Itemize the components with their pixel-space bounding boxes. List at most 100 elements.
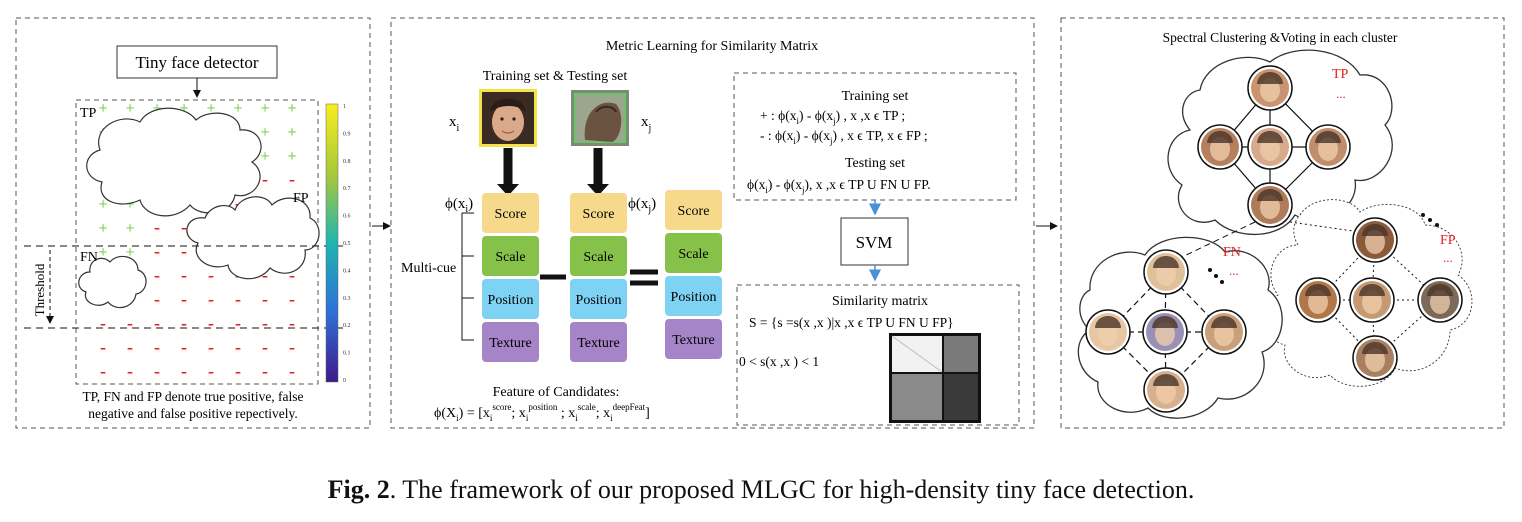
positive-symbol: +: [260, 124, 269, 141]
colorbar-tick-label: 0.5: [343, 241, 351, 247]
face-xi-image: [479, 89, 537, 147]
fn-face-thumbnail: [1201, 309, 1247, 355]
negative-symbol: -: [154, 217, 160, 237]
colorbar-tick-label: 1: [343, 104, 346, 110]
negative-symbol: -: [100, 313, 106, 333]
fn-dots: [1208, 268, 1224, 284]
similarity-set: S = {s =s(x ,x )|x ,x ϵ TP U FN U FP}: [749, 315, 954, 330]
negative-symbol: -: [127, 313, 133, 333]
positive-symbol: +: [206, 100, 215, 117]
feature-formula: ϕ(Xi) = [xiscore; xiposition ; xiscale; …: [434, 402, 650, 423]
tp-face-thumbnail: [1247, 182, 1293, 228]
negative-symbol: -: [235, 361, 241, 381]
xi-label: xi: [449, 114, 460, 134]
colorbar-tick-label: 0.1: [343, 351, 351, 357]
cue-label: Texture: [489, 336, 532, 351]
fp-dots: [1421, 213, 1439, 227]
negative-symbol: -: [289, 337, 295, 357]
score-map-border: [75, 99, 319, 385]
negative-symbol: -: [262, 337, 268, 357]
negative-symbol: -: [154, 289, 160, 309]
multicue-label: Multi-cue: [401, 261, 456, 276]
positive-symbol: +: [287, 100, 296, 117]
fp-cloud: [186, 196, 320, 280]
negative-symbol: -: [235, 337, 241, 357]
colorbar-tick-label: 0.7: [343, 186, 351, 192]
figure-caption: Fig. 2. The framework of our proposed ML…: [0, 475, 1522, 505]
cue-block-scale: [665, 233, 722, 273]
tp-face-thumbnail: [1247, 124, 1293, 170]
left-panel-border: [15, 17, 371, 429]
train-line-negative: - : ϕ(xi) - ϕ(xj) , x ϵ TP, x ϵ FP ;: [760, 128, 928, 146]
colorbar-ticks: 10.90.80.70.60.50.40.30.20.10: [343, 104, 351, 384]
negative-symbol: -: [235, 193, 241, 213]
cue-label: Texture: [672, 333, 715, 348]
positive-symbol: +: [98, 196, 107, 213]
inter-cluster-edge: [1289, 221, 1361, 233]
colorbar-tick-label: 0.9: [343, 131, 351, 137]
feature-title: Feature of Candidates:: [493, 385, 620, 400]
fn-cluster-ellipsis: ...: [1229, 263, 1239, 278]
multicue-bracket: [461, 212, 474, 341]
similarity-title: Similarity matrix: [832, 294, 928, 309]
positive-symbol: +: [287, 148, 296, 165]
right-panel-border: [1060, 17, 1505, 429]
positive-symbol: +: [152, 100, 161, 117]
cue-label: Score: [678, 204, 710, 219]
negative-symbol: -: [289, 289, 295, 309]
negative-symbol: -: [289, 313, 295, 333]
fn-region-label: FN: [80, 250, 98, 265]
xi-down-arrow: [497, 184, 519, 196]
tp-face-thumbnail: [1305, 124, 1351, 170]
negative-symbol: -: [154, 337, 160, 357]
positive-symbol: +: [179, 100, 188, 117]
train-line-positive: + : ϕ(xi) - ϕ(xj) , x ,x ϵ TP ;: [760, 108, 905, 126]
cue-label: Position: [576, 293, 622, 308]
caption-bold: Fig. 2: [327, 475, 390, 504]
positive-symbol: +: [287, 124, 296, 141]
cue-label: Scale: [678, 247, 708, 262]
fn-face-thumbnail: [1142, 309, 1188, 355]
negative-symbol: -: [127, 361, 133, 381]
positive-symbol: +: [98, 100, 107, 117]
similarity-range: 0 < s(x ,x ) < 1: [739, 354, 819, 369]
negative-symbol: -: [100, 337, 106, 357]
tp-cluster-ellipsis: ...: [1336, 86, 1346, 101]
cue-block-position: [665, 276, 722, 316]
cluster-edge: [1317, 299, 1376, 359]
negative-symbol: -: [262, 289, 268, 309]
cue-block-score: [570, 193, 627, 233]
negative-symbol: -: [208, 337, 214, 357]
inter-cluster-edge: [1179, 221, 1256, 259]
cue-label: Scale: [495, 250, 525, 265]
fn-cloud: [78, 255, 147, 309]
similarity-matrix-image: [889, 333, 981, 423]
tp-cloud: [86, 107, 262, 217]
fn-face-thumbnail: [1085, 309, 1131, 355]
negative-symbol: -: [208, 289, 214, 309]
negative-symbol: -: [289, 169, 295, 189]
similarity-box: [736, 284, 1020, 426]
fn-face-thumbnail: [1143, 367, 1189, 413]
face-xj-image: [571, 90, 629, 146]
positive-symbol: +: [125, 244, 134, 261]
cue-label: Score: [495, 207, 527, 222]
sets-label: Training set & Testing set: [483, 69, 628, 84]
negative-symbol: -: [289, 265, 295, 285]
cue-label: Score: [583, 207, 615, 222]
xj-label: xj: [641, 114, 651, 134]
note-line-1: TP, FN and FP denote true positive, fals…: [82, 389, 303, 404]
fp-region-label: FP: [293, 191, 309, 206]
fn-face-thumbnail: [1143, 249, 1189, 295]
threshold-label: Threshold: [32, 263, 47, 316]
positive-symbol: +: [125, 100, 134, 117]
tp-face-thumbnail: [1247, 65, 1293, 111]
svm-box: [840, 217, 909, 266]
cue-block-position: [482, 279, 539, 319]
svm-label: SVM: [856, 233, 893, 252]
fp-cluster-label: FP: [1440, 233, 1456, 248]
cue-label: Texture: [577, 336, 620, 351]
middle-panel: Metric Learning for Similarity Matrix Tr…: [390, 17, 1035, 429]
negative-symbol: -: [262, 361, 268, 381]
negative-symbol: -: [127, 337, 133, 357]
